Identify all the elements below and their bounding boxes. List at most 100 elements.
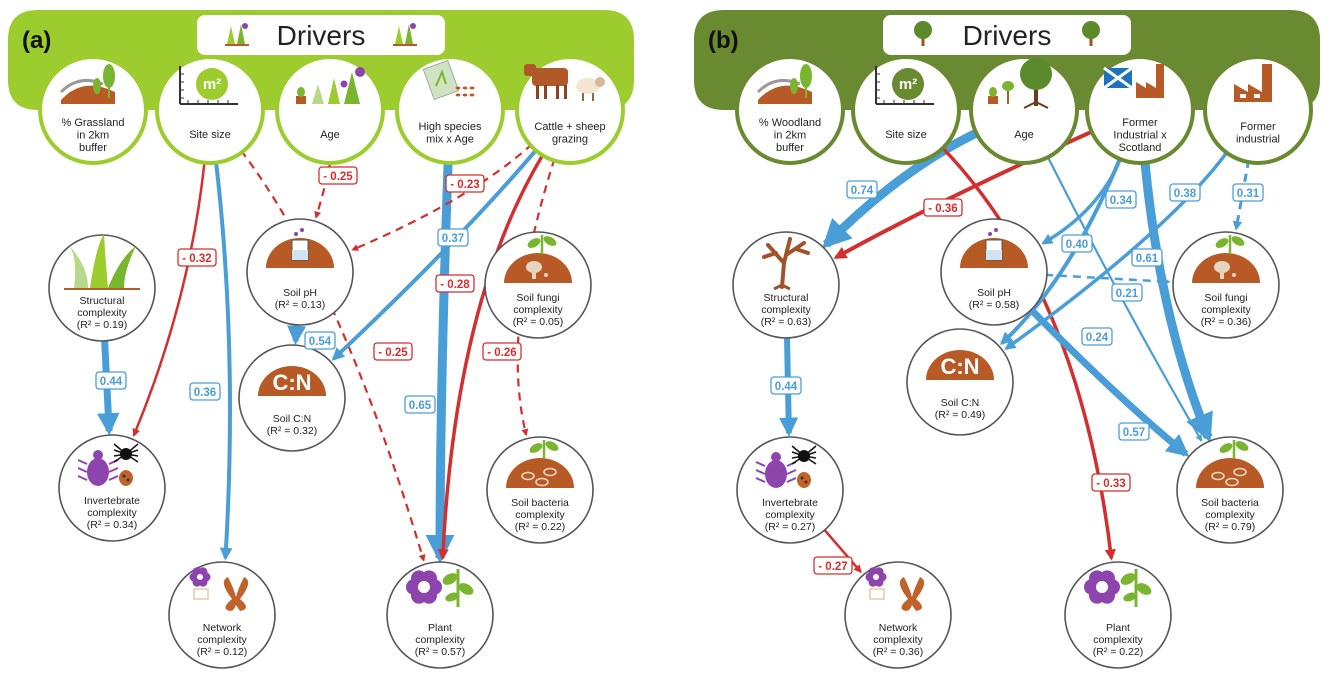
path-coefficients: - 0.320.36- 0.25- 0.250.65- 0.230.37- 0.… xyxy=(95,166,522,414)
response-bacteria-line-2: (R² = 0.22) xyxy=(515,521,565,533)
beetle-spider-ladybird-icon xyxy=(77,443,139,486)
driver-wood-line-1: in 2km xyxy=(774,130,806,142)
arrow-ind-to-fungi xyxy=(1232,159,1251,231)
driver-mix-line-1: mix x Age xyxy=(426,134,474,146)
flower-sprout-icon xyxy=(1084,569,1152,607)
cn-soil-icon: C:N xyxy=(258,366,326,396)
driver-indsc-line-2: Scotland xyxy=(1119,142,1162,154)
response-invert-line-1: complexity xyxy=(87,507,137,519)
coef-label-size-to-network: 0.36 xyxy=(189,382,221,401)
arrow-graze-to-plant xyxy=(437,152,546,561)
response-cn-line-0: Soil C:N xyxy=(273,413,312,425)
arrow-graze-to-cn xyxy=(331,147,539,361)
arrow-ph-to-bacteria xyxy=(1027,305,1190,457)
grass-flower-icon xyxy=(225,23,249,46)
response-plant-line-0: Plant xyxy=(428,622,452,634)
driver-wood-line-0: % Woodland xyxy=(759,117,821,129)
coef-label-ind-to-fungi: 0.31 xyxy=(1232,183,1264,202)
response-struct-line-2: (R² = 0.19) xyxy=(77,319,127,331)
coef-value: - 0.27 xyxy=(818,561,847,573)
coef-label-graze-to-bacteria: - 0.26 xyxy=(482,342,522,361)
cn-icon-text: C:N xyxy=(940,354,979,379)
response-plant-line-2: (R² = 0.57) xyxy=(415,646,465,658)
response-plant-line-0: Plant xyxy=(1106,622,1130,634)
response-bacteria-line-1: complexity xyxy=(1205,509,1255,521)
coef-value: 0.31 xyxy=(1237,188,1260,200)
coef-label-struct-to-invert: 0.44 xyxy=(95,371,127,390)
mushroom-soil-icon xyxy=(1192,235,1260,283)
coef-label-ph-to-bacteria: 0.57 xyxy=(1118,422,1150,441)
coef-value: - 0.36 xyxy=(928,203,957,215)
coef-value: 0.44 xyxy=(775,381,798,393)
coef-label-ind-to-cn: 0.38 xyxy=(1169,183,1201,202)
coef-value: 0.21 xyxy=(1116,288,1139,300)
driver-grass-line-1: in 2km xyxy=(77,130,109,142)
m2-unit-text: m² xyxy=(203,76,221,93)
response-invert-line-0: Invertebrate xyxy=(762,497,818,509)
flower-butterfly-icon xyxy=(865,567,925,611)
age-growth-icon xyxy=(296,67,365,104)
coef-value: 0.44 xyxy=(100,376,123,388)
drivers-title: Drivers xyxy=(963,20,1052,51)
response-network-line-2: (R² = 0.36) xyxy=(873,646,923,658)
coef-label-age-to-ph: - 0.25 xyxy=(373,342,413,361)
arrow-size-to-network xyxy=(213,160,233,561)
response-ph-line-0: Soil pH xyxy=(283,287,317,299)
response-fungi-line-0: Soil fungi xyxy=(516,292,559,304)
driver-age-line-0: Age xyxy=(320,129,340,141)
coef-value: - 0.23 xyxy=(450,179,479,191)
coef-value: - 0.26 xyxy=(487,347,516,359)
m2-unit-text: m² xyxy=(899,76,917,93)
bacteria-soil-icon xyxy=(506,440,574,488)
response-cn-line-1: (R² = 0.32) xyxy=(267,425,317,437)
coef-value: 0.38 xyxy=(1174,188,1197,200)
panel-label: (b) xyxy=(708,27,739,54)
beaker-soil-icon xyxy=(266,228,334,268)
coef-value: - 0.25 xyxy=(323,171,353,183)
arrow-mix-to-plant xyxy=(425,160,455,564)
coef-value: 0.54 xyxy=(309,336,332,348)
response-ph-line-1: (R² = 0.13) xyxy=(275,299,325,311)
response-fungi-line-2: (R² = 0.36) xyxy=(1201,316,1251,328)
mushroom-soil-icon xyxy=(504,235,572,283)
age-tree-growth-icon xyxy=(988,58,1052,109)
response-bacteria-line-1: complexity xyxy=(515,509,565,521)
coef-value: 0.24 xyxy=(1086,332,1109,344)
coef-value: 0.61 xyxy=(1136,253,1159,265)
response-fungi-line-2: (R² = 0.05) xyxy=(513,316,563,328)
arrow-ph-to-cn xyxy=(287,322,307,345)
response-struct-line-2: (R² = 0.63) xyxy=(761,316,811,328)
driver-indsc-line-1: Industrial x xyxy=(1113,130,1167,142)
cn-soil-icon: C:N xyxy=(926,350,994,380)
response-node-cn: C:N Soil C:N(R² = 0.32) xyxy=(238,344,346,452)
response-network-line-0: Network xyxy=(203,622,242,634)
bacteria-soil-icon xyxy=(1196,440,1264,488)
driver-ind-line-0: Former xyxy=(1240,121,1276,133)
flower-sprout-icon xyxy=(406,569,474,607)
driver-graze-line-1: grazing xyxy=(552,134,588,146)
response-plant-line-2: (R² = 0.22) xyxy=(1093,646,1143,658)
response-network-line-0: Network xyxy=(879,622,918,634)
driver-node-age: Age xyxy=(275,55,385,165)
driver-age-line-0: Age xyxy=(1014,129,1034,141)
response-cn-line-1: (R² = 0.49) xyxy=(935,409,985,421)
response-invert-line-1: complexity xyxy=(765,509,815,521)
response-struct-line-0: Structural xyxy=(764,292,809,304)
response-invert-line-2: (R² = 0.34) xyxy=(87,519,137,531)
coef-value: 0.34 xyxy=(1110,195,1133,207)
